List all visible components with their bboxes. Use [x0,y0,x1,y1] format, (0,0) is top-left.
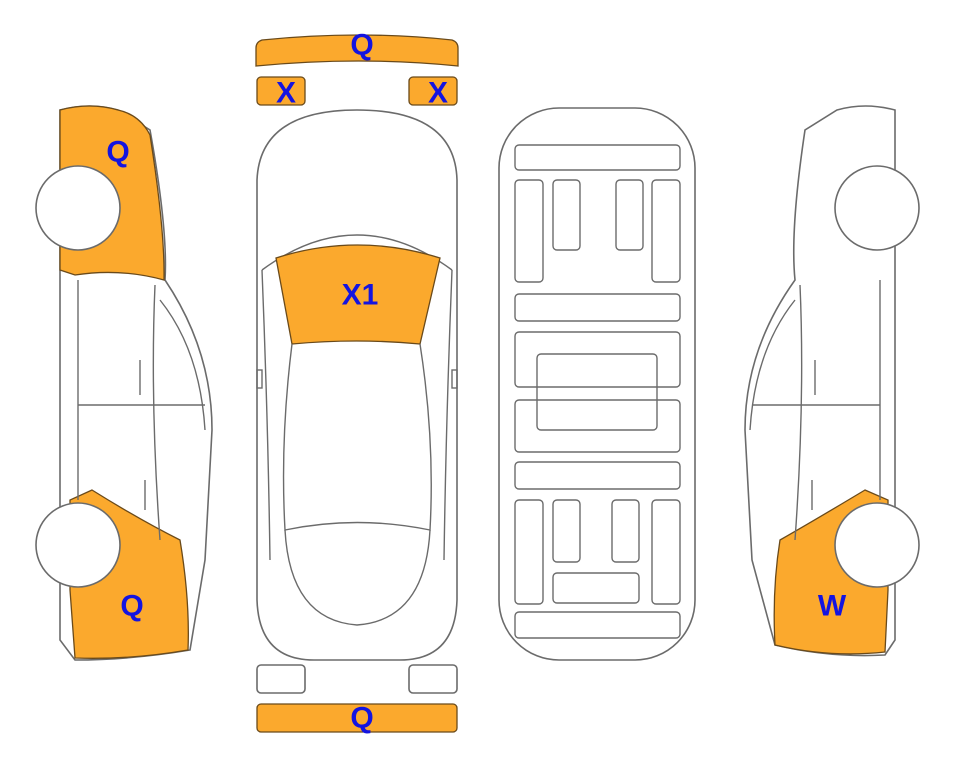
roof-outline [282,343,432,531]
rear-window [284,529,431,626]
headlight-right-zone[interactable] [408,76,458,106]
taillight-left[interactable] [256,664,306,694]
headlight-right-label: X [428,77,448,110]
side-line-left [261,269,271,561]
underbody-panel [514,144,681,171]
underbody-panel [514,331,681,388]
left-front-fender-label: Q [106,136,129,169]
taillight-right[interactable] [408,664,458,694]
headlight-left-label: X [276,77,296,110]
underbody-outline [498,107,696,661]
car-body-top [256,109,458,661]
right-front-wheel [834,165,920,251]
left-front-wheel [35,165,121,251]
underbody-panel [552,499,581,563]
right-door-lines [749,280,881,541]
right-rear-quarter-label: W [818,590,847,623]
underbody-panel [651,179,681,283]
side-line-right [443,269,453,561]
underbody-panel [514,293,681,322]
front-bumper-label: Q [350,29,373,62]
right-rear-wheel [834,502,920,588]
underbody-panel [514,399,681,453]
left-rear-wheel [35,502,121,588]
right-door-handles [811,360,816,510]
underbody-panel [611,499,640,563]
underbody-panel [552,179,581,251]
underbody-panel [552,572,640,604]
left-door-lines [77,280,206,541]
underbody-panel [514,461,681,490]
underbody-panel [615,179,644,251]
underbody-panel [514,499,544,605]
underbody-panel [536,353,658,431]
left-rear-quarter-label: Q [120,590,143,623]
front-bumper-zone[interactable] [255,34,459,67]
left-door-handles [139,360,146,510]
underbody-view [498,107,696,661]
windshield-label: X1 [342,279,379,312]
rear-bumper-zone[interactable] [256,703,458,733]
mirror-right [451,369,458,389]
underbody-panel [514,179,544,283]
top-view: Q X X X1 Q [255,29,459,735]
headlight-left-zone[interactable] [256,76,306,106]
underbody-panel [651,499,681,605]
left-side-view: Q Q [35,105,213,661]
mirror-left [256,369,263,389]
windshield-zone[interactable] [275,244,441,345]
rear-bumper-label: Q [350,702,373,735]
underbody-panel [514,611,681,639]
right-side-view: W [744,105,920,657]
